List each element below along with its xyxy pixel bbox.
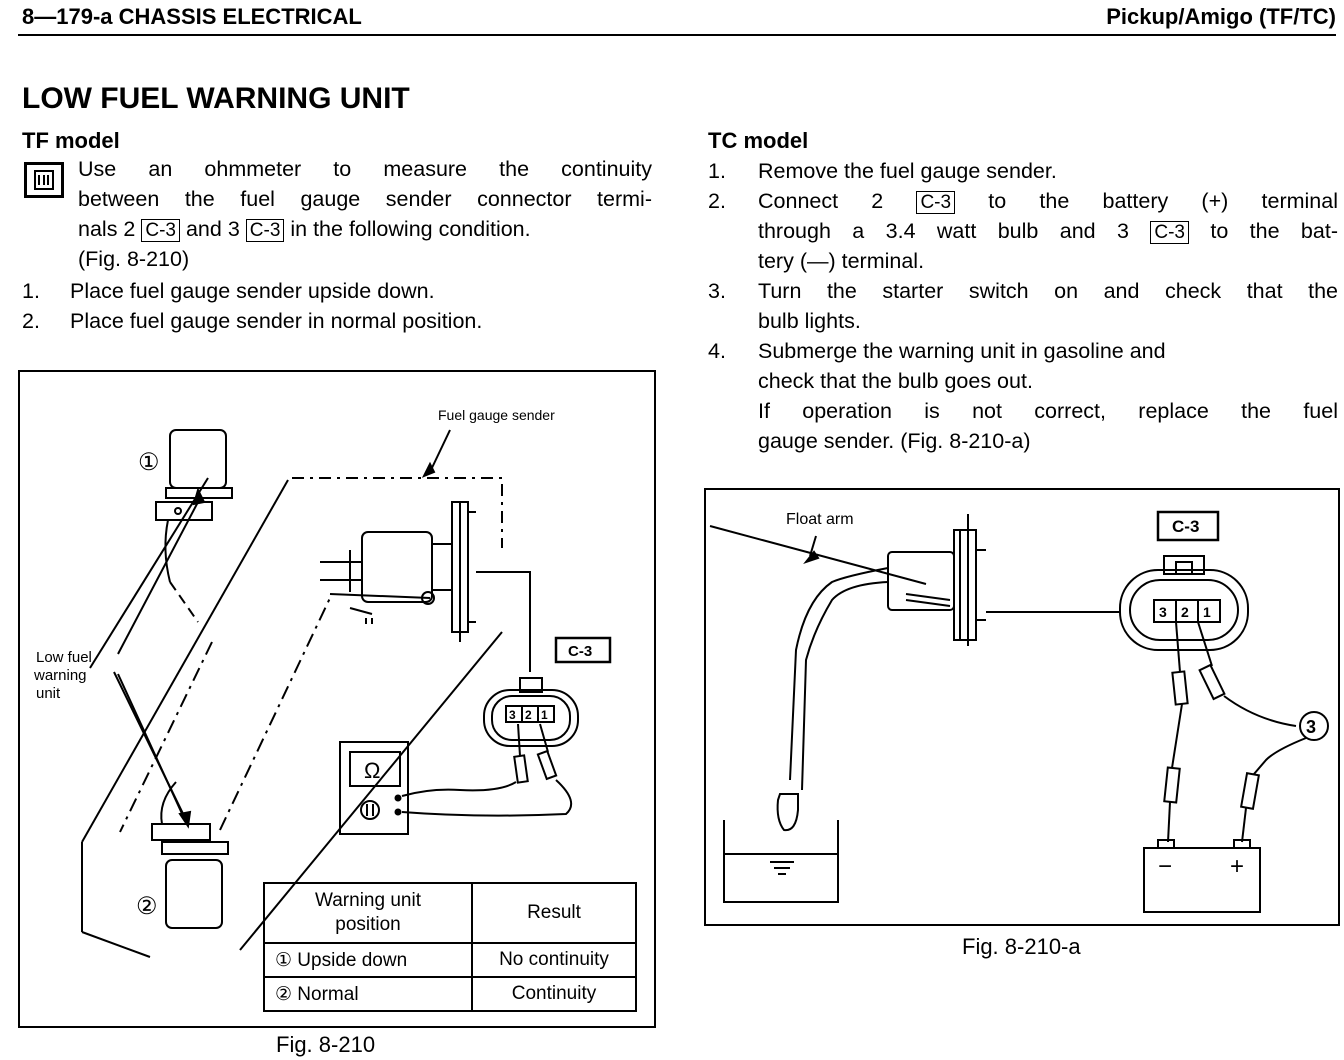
tc-step2-line3: tery (—) terminal. (758, 249, 925, 273)
tf-intro-line3: nals 2 C-3 and 3 C-3 in the following co… (78, 214, 652, 244)
pin-label: 2 (525, 708, 532, 722)
table-cell-position: ① Upside down (263, 942, 473, 978)
tc-step1-text: Remove the fuel gauge sender. (758, 159, 1057, 183)
page-header-left: 8—179-a CHASSIS ELECTRICAL (22, 4, 362, 29)
marker-1: ① (138, 449, 160, 476)
tc-step2a: Connect 2 (758, 189, 884, 213)
pin-label: 3 (509, 708, 516, 722)
tc-step-number: 3. (708, 279, 726, 303)
ohmmeter-icon (24, 162, 64, 198)
battery-minus: − (1158, 853, 1172, 880)
table-row: ② Normal Continuity (263, 976, 637, 1012)
tf-step: 1. Place fuel gauge sender upside down. (22, 276, 662, 306)
tc-step4-line4: gauge sender. (Fig. 8-210-a) (758, 429, 1031, 453)
connector-code-box: C-3 (245, 219, 285, 242)
tf-step-number: 1. (22, 279, 40, 303)
figure-8-210-a: Float arm C-3 3 2 1 3 − + (704, 488, 1340, 926)
tc-step-number: 1. (708, 159, 726, 183)
tc-step-number: 2. (708, 189, 726, 213)
table-row: ① Upside down No continuity (263, 942, 637, 978)
tc-step3-line1: Turn the starter switch on and check tha… (758, 279, 1338, 303)
bulb-label: 3 (1306, 717, 1316, 737)
tf-step: 2. Place fuel gauge sender in normal pos… (22, 306, 662, 336)
table-header-result: Result (471, 882, 637, 944)
figure-8-210-a-diagram: Float arm C-3 3 2 1 3 − + (709, 510, 1329, 913)
connector-code-box: C-3 (141, 219, 180, 242)
figure-caption-8-210: Fig. 8-210 (276, 1032, 376, 1057)
tc-step-number: 4. (708, 339, 726, 363)
page-header-right: Pickup/Amigo (TF/TC) (1106, 4, 1336, 29)
header-rule (18, 34, 1336, 36)
pin-label: 1 (1203, 604, 1211, 620)
table-cell-result: No continuity (471, 942, 637, 978)
tc-step2-line1: Connect 2 C-3 to the battery (+) termina… (758, 186, 1338, 216)
pin-label: 3 (1159, 604, 1167, 620)
connector-label: C-3 (1172, 517, 1199, 536)
tf-intro-line4: (Fig. 8-210) (78, 247, 190, 271)
pin-label: 2 (1181, 604, 1189, 620)
label-float-arm: Float arm (786, 511, 854, 528)
tf-step-number: 2. (22, 309, 40, 333)
ohm-symbol: Ω (364, 758, 380, 783)
tf-intro-line3c: in the following condition. (290, 217, 531, 241)
tf-intro-line3a: nals 2 (78, 217, 136, 241)
tc-step4-line2: check that the bulb goes out. (758, 369, 1033, 393)
table-cell-position: ② Normal (263, 976, 473, 1012)
tc-step3-line2: bulb lights. (758, 309, 861, 333)
marker-2: ② (136, 893, 158, 920)
label-low-fuel-2: warning (33, 667, 87, 684)
tf-step-text: Place fuel gauge sender in normal positi… (70, 309, 483, 333)
table-header-position-1: Warning unit (315, 890, 421, 911)
figure-caption-8-210-a: Fig. 8-210-a (962, 934, 1081, 959)
label-low-fuel-1: Low fuel (36, 649, 92, 666)
tc-step4-line3: If operation is not correct, replace the… (758, 399, 1338, 423)
tf-step-text: Place fuel gauge sender upside down. (70, 279, 435, 303)
connector-label: C-3 (568, 643, 592, 660)
connector-code-box: C-3 (916, 191, 956, 214)
tc-step2-line2: through a 3.4 watt bulb and 3 C-3 to the… (758, 216, 1338, 246)
tc-step4-line1: Submerge the warning unit in gasoline an… (758, 339, 1166, 363)
tc-step2d: to the bat- (1210, 219, 1338, 243)
label-fuel-gauge-sender: Fuel gauge sender (438, 407, 555, 423)
tf-intro-line1: Use an ohmmeter to measure the continuit… (78, 157, 652, 181)
tc-heading: TC model (708, 128, 809, 153)
connector-code-box: C-3 (1150, 221, 1189, 244)
result-table: Warning unit position Result ① Upside do… (263, 882, 637, 1012)
section-title: LOW FUEL WARNING UNIT (22, 82, 410, 115)
figure-8-210-diagram: Fuel gauge sender Low fuel warning unit … (33, 407, 612, 958)
table-header-position-2: position (335, 914, 401, 935)
tf-intro-line3b: and 3 (185, 217, 240, 241)
tf-intro-line2: between the fuel gauge sender connector … (78, 187, 652, 211)
tc-step2c: through a 3.4 watt bulb and 3 (758, 219, 1129, 243)
label-low-fuel-3: unit (36, 685, 61, 702)
table-cell-result: Continuity (471, 976, 637, 1012)
pin-label: 1 (541, 708, 548, 722)
battery-plus: + (1230, 853, 1244, 880)
tc-step2b: to the battery (+) terminal (988, 189, 1338, 213)
tf-heading: TF model (22, 128, 120, 153)
